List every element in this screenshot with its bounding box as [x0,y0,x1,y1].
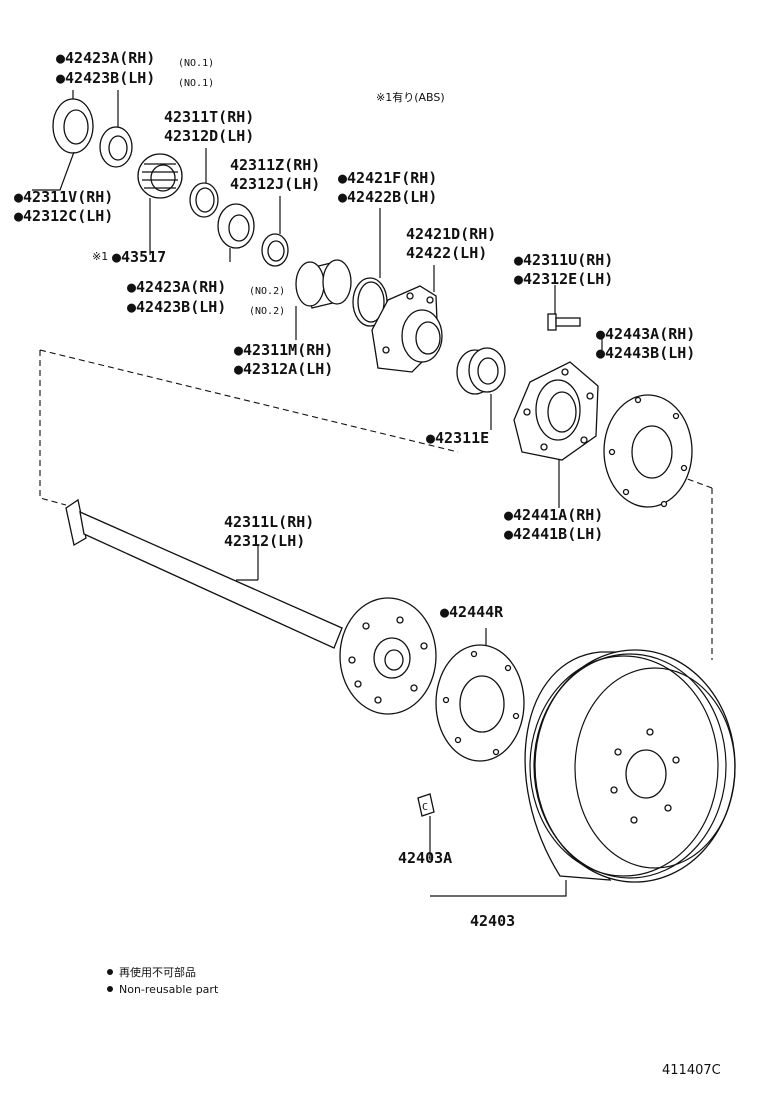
label-42311u: ●42311U(RH) [514,251,613,269]
label-42311v: ●42311V(RH) [14,188,113,206]
label-no1-a: (NO.1) [178,58,214,69]
hole-plug-42403a: C [417,793,435,817]
label-42444r: ●42444R [440,603,504,621]
plug-mark: C [422,802,428,813]
figure-code: 411407C [662,1063,721,1078]
label-42312e: ●42312E(LH) [514,270,613,288]
label-42311t: 42311T(RH) [164,108,254,126]
label-43517: ●43517 [112,248,166,266]
oil-seal-no1 [52,98,94,154]
snap-ring-inner [195,187,215,213]
axle-shaft-42311l [65,498,437,715]
o-ring-inner [357,281,385,323]
bearing-42311z [217,203,255,249]
gasket-42444r [435,644,525,762]
legend-ja: 再使用不可部品 [119,965,196,979]
label-42423b-no1: ●42423B(LH) [56,69,155,87]
label-42403: 42403 [470,912,515,930]
legend-bullet-ja [107,969,113,975]
label-42312a: ●42312A(LH) [234,360,333,378]
legend-en: Non-reusable part [119,983,219,996]
label-42403a: 42403A [398,849,452,867]
label-42312c: ●42312C(LH) [14,207,113,225]
legend-bullet-en [107,986,113,992]
bearing-42311m [295,259,352,309]
label-42423a-no1: ●42423A(RH) [56,49,155,67]
bearing-42311e [456,347,506,395]
seal-no2 [261,233,289,267]
label-42443a: ●42443A(RH) [596,325,695,343]
label-42423a-no2: ●42423A(RH) [127,278,226,296]
label-42422b: ●42422B(LH) [338,188,437,206]
brake-drum-42403 [524,649,736,883]
label-42311m: ●42311M(RH) [234,341,333,359]
leader-lines [32,90,603,897]
gasket-42443a [603,394,693,508]
bearing-cup-42311v [99,126,133,168]
bearing-retainer-42421d [371,285,443,373]
backing-plate-42441a [513,361,599,461]
label-no1-b: (NO.1) [178,78,214,89]
label-42311l: 42311L(RH) [224,513,314,531]
label-42421d: 42421D(RH) [406,225,496,243]
abs-rotor-43517 [137,153,183,199]
label-42441b: ●42441B(LH) [504,525,603,543]
label-42311e: ●42311E [426,429,489,447]
hub-bolt-42311u [547,313,581,331]
label-42441a: ●42441A(RH) [504,506,603,524]
label-no2-a: (NO.2) [249,286,285,297]
label-42312d: 42312D(LH) [164,127,254,145]
label-43517-prefix: ※1 [92,250,108,263]
abs-note: ※1有り(ABS) [376,90,445,104]
label-42421f: ●42421F(RH) [338,169,437,187]
assembly-outline [39,349,713,660]
label-42312: 42312(LH) [224,532,305,550]
label-42311z: 42311Z(RH) [230,156,320,174]
label-42422: 42422(LH) [406,244,487,262]
label-42423b-no2: ●42423B(LH) [127,298,226,316]
label-42312j: 42312J(LH) [230,175,320,193]
label-42443b: ●42443B(LH) [596,344,695,362]
label-no2-b: (NO.2) [249,306,285,317]
